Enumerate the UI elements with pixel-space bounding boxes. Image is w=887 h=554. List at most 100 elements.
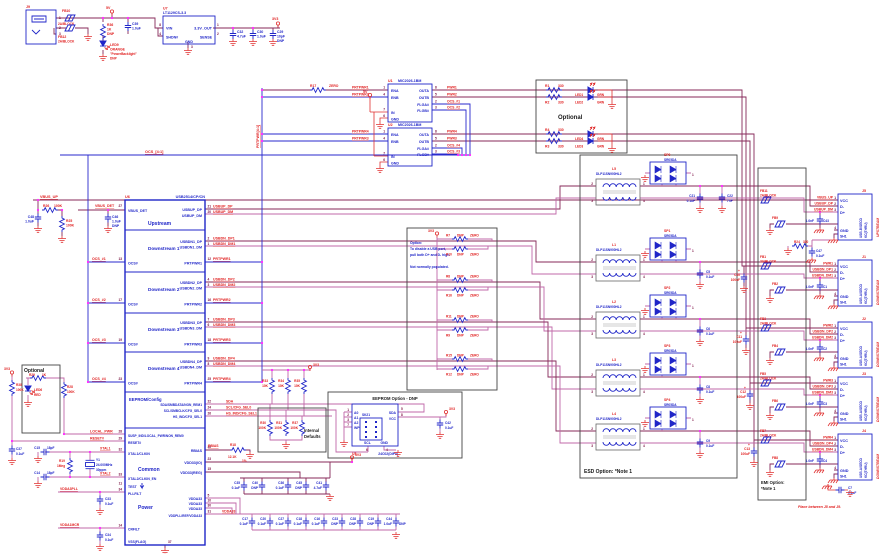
dip-socket [359, 417, 383, 441]
refdes: C41 [316, 481, 322, 485]
value: DNP [457, 275, 465, 279]
pin-name: SUSP_IND/LOCAL_PWR/NON_REM0 [128, 434, 184, 438]
value: DNP [349, 522, 357, 526]
part-number: SR05DA [664, 403, 677, 407]
refdes: Y1 [96, 458, 100, 462]
net-label: 5V [363, 90, 368, 94]
ground-icon [33, 480, 43, 488]
reset-optional-box: Optional R29 1K LED6 RED R28 100K 3V3 R3… [4, 364, 75, 465]
value: 0.1uF [312, 522, 320, 526]
net-label: USBDN_DP1 [213, 237, 235, 241]
value: 330 [558, 145, 564, 149]
ferrite-icon [760, 262, 772, 270]
net-label: USBDN_DM1 [812, 274, 833, 278]
pin-number: 15 [208, 467, 212, 471]
net-label: PWR4 [447, 130, 457, 134]
value: 100K [258, 426, 266, 430]
pin-number: 3 [435, 150, 437, 154]
esd-wires [645, 172, 723, 451]
pin-number: 1 [834, 196, 836, 200]
refdes: LED2 [575, 101, 583, 105]
refdes: L5 [612, 167, 616, 171]
pin-name: VCC [840, 265, 848, 269]
refdes: R10 [446, 253, 452, 257]
refdes: C20 [260, 517, 266, 521]
value: ZERO [470, 373, 479, 377]
pin-number: 2 [347, 413, 349, 417]
refdes: SK21 [362, 413, 370, 417]
ground-icon [83, 33, 93, 41]
capacitor-icon [835, 486, 845, 494]
resistor-icon [229, 447, 247, 453]
value: 0.1uF [258, 522, 266, 526]
pin-number: 21 [208, 205, 212, 209]
pin-name: VCC [840, 199, 848, 203]
pin-name: RESET# [128, 441, 141, 445]
ground-icon [695, 338, 705, 346]
net-label: USBUP_DP [815, 202, 834, 206]
pin-name: SH1 [840, 301, 847, 305]
value: 0.1uF [816, 254, 824, 258]
value: ZERO [470, 253, 479, 257]
capacitor-icon [229, 29, 237, 40]
value: DNP [112, 224, 120, 228]
pin-number: 32 [118, 448, 122, 452]
pin-number: 4 [643, 444, 645, 448]
ground-icon [765, 469, 775, 477]
resistor-icon [269, 377, 275, 395]
pin-name: D- [840, 333, 845, 337]
part-number: DLP11SN900HL2 [596, 248, 622, 252]
value: 0.1uF [687, 199, 695, 203]
pin-number: 2 [834, 202, 836, 206]
pin-name: VCC [840, 327, 848, 331]
power-flag-icon [443, 409, 449, 417]
chassis-ground-icon [827, 365, 839, 372]
value: DNP [457, 354, 465, 358]
pin-number: 27 [118, 204, 122, 208]
port-disable-option-box: 3V3 Option: To disable a USB port, pull … [406, 227, 498, 391]
box-title: *Note 1 [761, 486, 776, 491]
crystal-circuit: R19 1Meg Y1 24.000MHz 30ppm C15 18pF C14… [33, 446, 113, 488]
pin-number: 1 [643, 258, 645, 262]
pin-name: USBDN1_DM [180, 246, 202, 250]
ferrite-icon [774, 348, 786, 356]
part-number: DLP11SN900HL2 [596, 363, 622, 367]
pin-name: PLLFILT [128, 492, 142, 496]
refdes: J5 [862, 189, 866, 193]
crystal-icon [85, 459, 95, 470]
pin-name: USBDN2_DP [180, 281, 202, 285]
pin-name: GND [391, 162, 399, 166]
pin-name: OUTA [419, 89, 429, 93]
refdes: C32 [237, 30, 243, 34]
refdes: FB8 [772, 456, 778, 460]
pin-number: 4 [643, 332, 645, 336]
pin-name: D- [840, 271, 845, 275]
refdes: C6 [706, 327, 710, 331]
part-number: KC(THRU) [864, 405, 868, 421]
pin-number: 2 [834, 385, 836, 389]
refdes: R8 [446, 275, 450, 279]
connector-j2: J2 VCC D- D+ GND SH1 1 2 3 4 USB-A/SECO … [806, 317, 880, 372]
net-label: VBUS_DET [95, 204, 115, 208]
ferrite-icon [760, 379, 772, 387]
bus-label: PRTPWR[4:1] [256, 125, 260, 148]
pin-number: 22 [208, 400, 212, 404]
resistor-icon [309, 87, 327, 93]
pin-number: 20 [208, 210, 212, 214]
refdes: SP4 [664, 398, 671, 402]
refdes: FB9 [772, 216, 778, 220]
net-label: OCS_#1 [447, 100, 460, 104]
pin-number: 2 [435, 100, 437, 104]
refdes: C3 [823, 402, 827, 406]
pin-number: 6 [366, 448, 368, 452]
value: DNP [457, 334, 465, 338]
pin-name: D+ [840, 394, 846, 398]
value: 100K [54, 204, 63, 208]
connector-body [837, 193, 873, 241]
value: 0.1uF [240, 522, 248, 526]
net-label: PRTPWR4 [213, 377, 231, 381]
power-wires [33, 13, 838, 470]
refdes: C45 [296, 481, 302, 485]
test-arrow-icon [139, 483, 145, 490]
pin-name: CRFILT [128, 528, 141, 532]
